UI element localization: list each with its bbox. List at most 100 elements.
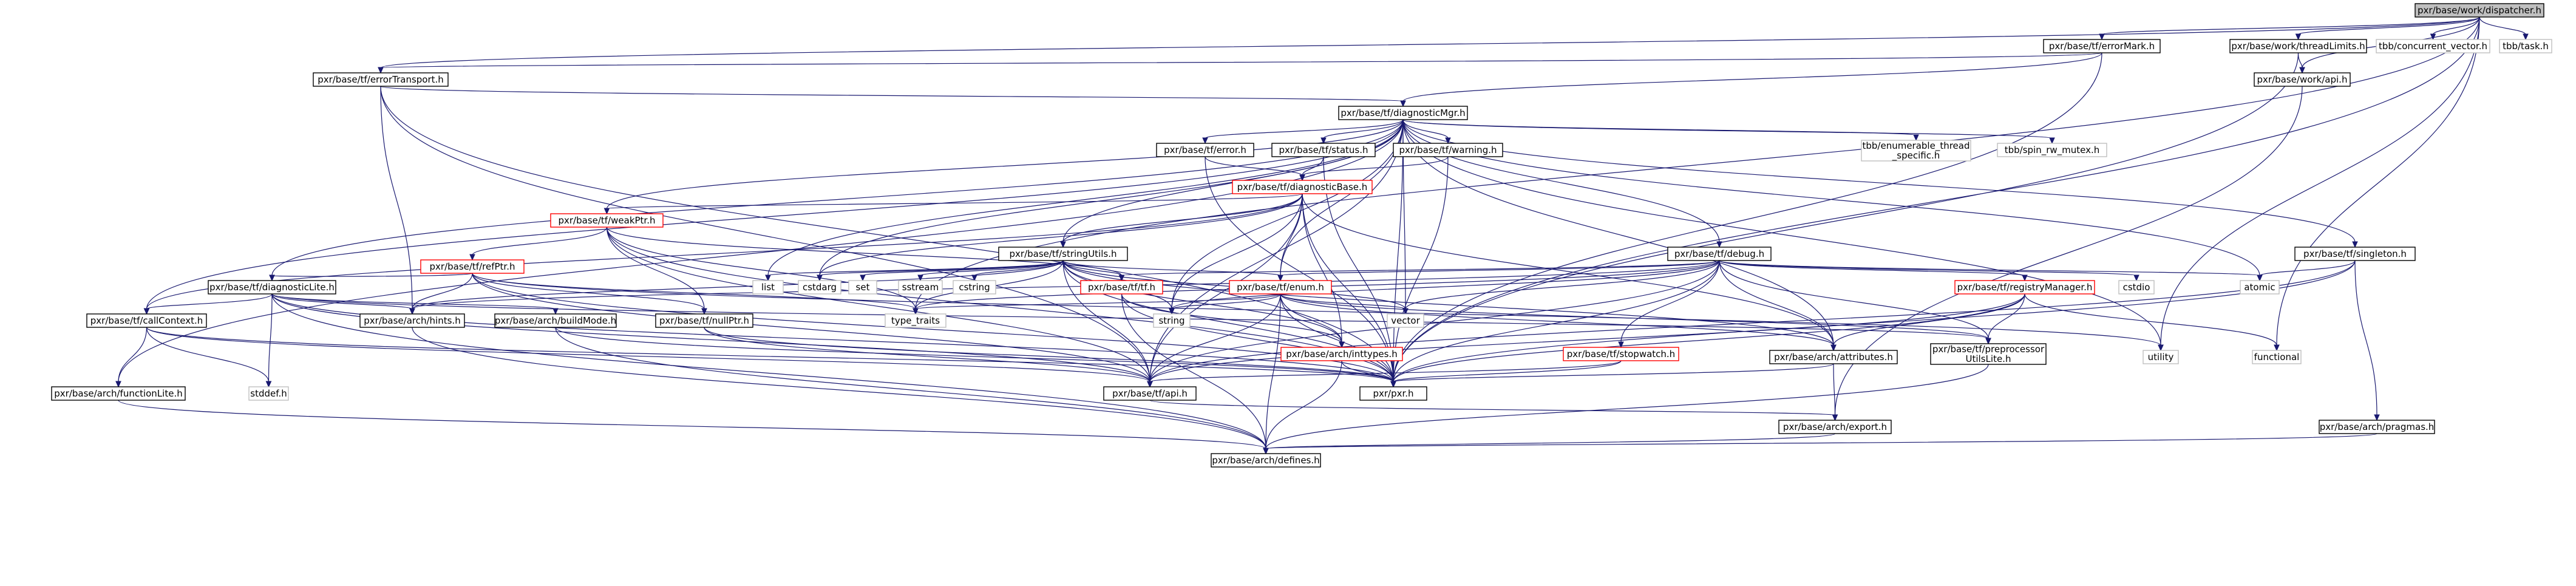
node-label: pxr/base/arch/defines.h	[1212, 455, 1319, 466]
node-label: functional	[2254, 352, 2300, 363]
node-functionLite[interactable]: pxr/base/arch/functionLite.h	[51, 386, 186, 401]
edge-arrowhead	[2022, 274, 2028, 282]
node-tfEnum[interactable]: pxr/base/tf/enum.h	[1229, 280, 1332, 295]
node-label: vector	[1391, 315, 1420, 326]
node-weakPtr[interactable]: pxr/base/tf/weakPtr.h	[550, 213, 664, 228]
edge-dispatcher-to-tbbConcVec	[2430, 16, 2480, 41]
node-box	[1156, 143, 1254, 157]
node-label: tbb/task.h	[2503, 41, 2549, 52]
node-errorMark[interactable]: pxr/base/tf/errorMark.h	[2043, 39, 2161, 53]
edge-line	[1171, 193, 1303, 310]
edge-line	[1393, 293, 2025, 383]
node-errorTransport[interactable]: pxr/base/tf/errorTransport.h	[313, 72, 449, 87]
node-inttypes[interactable]: pxr/base/arch/inttypes.h	[1280, 347, 1403, 361]
node-box	[1997, 143, 2107, 157]
node-box	[1930, 343, 2047, 365]
node-stopwatch[interactable]: pxr/base/tf/stopwatch.h	[1563, 347, 1679, 361]
edge-diagnosticMgr-to-pxr	[1390, 119, 1404, 388]
node-refPtr[interactable]: pxr/base/tf/refPtr.h	[420, 259, 525, 274]
edge-refPtr-to-utility	[472, 273, 2164, 352]
node-nullPtr[interactable]: pxr/base/tf/nullPtr.h	[655, 313, 753, 328]
edge-line	[146, 327, 1394, 383]
node-buildMode[interactable]: pxr/base/arch/buildMode.h	[494, 313, 617, 328]
node-box	[1080, 280, 1163, 295]
node-callContext[interactable]: pxr/base/tf/callContext.h	[86, 313, 207, 328]
edge-line	[1719, 260, 2260, 276]
edge-line	[862, 260, 1064, 276]
node-dispatcher[interactable]: pxr/base/work/dispatcher.h	[2415, 3, 2544, 18]
edge-registryManager-to-pxr	[1390, 293, 2025, 388]
edge-line	[1405, 260, 1720, 310]
edge-arrowhead	[469, 254, 475, 261]
node-label: stddef.h	[250, 388, 287, 399]
edge-tfSingleton-to-atomic	[2257, 260, 2356, 282]
node-tfTf[interactable]: pxr/base/tf/tf.h	[1080, 280, 1163, 295]
node-archExport[interactable]: pxr/base/arch/export.h	[1778, 420, 1892, 434]
edge-line	[606, 227, 1150, 383]
node-registryManager[interactable]: pxr/base/tf/registryManager.h	[1954, 280, 2095, 295]
edge-line	[1280, 293, 1834, 346]
node-tbbConcVec: tbb/concurrent_vector.h	[2376, 39, 2490, 53]
edge-line	[1323, 156, 1394, 383]
edge-tfError-to-diagnosticBase	[1205, 156, 1305, 182]
node-label: pxr/base/tf/enum.h	[1237, 282, 1324, 293]
node-label: pxr/base/arch/attributes.h	[1774, 352, 1893, 363]
node-label: pxr/base/tf/registryManager.h	[1957, 282, 2093, 293]
edge-preprocessorUtilsLite-to-defines	[1263, 364, 1989, 455]
edge-arrowhead	[2430, 33, 2436, 41]
node-set: set	[848, 280, 877, 295]
edge-dispatcher-to-functional	[2274, 16, 2480, 352]
node-label: pxr/base/arch/hints.h	[364, 315, 460, 326]
edge-line	[118, 119, 1404, 383]
node-box	[998, 247, 1128, 261]
node-tfDebug[interactable]: pxr/base/tf/debug.h	[1667, 247, 1772, 261]
edge-arrowhead	[1390, 381, 1396, 388]
node-workApi[interactable]: pxr/base/work/api.h	[2254, 72, 2351, 87]
edge-errorMark-to-errorTransport	[378, 52, 2102, 74]
edge-threadLimits-to-workApi	[2297, 52, 2305, 74]
node-diagnosticBase[interactable]: pxr/base/tf/diagnosticBase.h	[1232, 180, 1373, 194]
edge-line	[819, 260, 1064, 276]
edge-line	[380, 16, 2480, 69]
edge-callContext-to-pxr	[146, 327, 1396, 388]
edge-tfSingleton-to-pragmas	[2354, 260, 2380, 421]
edge-dispatcher-to-errorMark	[2099, 16, 2480, 41]
node-diagnosticLite[interactable]: pxr/base/tf/diagnosticLite.h	[208, 280, 336, 295]
edge-line	[606, 227, 1123, 276]
edge-line	[606, 119, 1404, 210]
node-label: pxr/base/tf/diagnosticLite.h	[209, 282, 335, 293]
node-tfApi[interactable]: pxr/base/tf/api.h	[1103, 386, 1197, 401]
node-typeTraits: type_traits	[885, 313, 946, 328]
node-hints[interactable]: pxr/base/arch/hints.h	[359, 313, 465, 328]
node-tfError[interactable]: pxr/base/tf/error.h	[1156, 143, 1254, 157]
edge-arrowhead	[603, 208, 610, 215]
node-tfWarning[interactable]: pxr/base/tf/warning.h	[1393, 143, 1503, 157]
edge-line	[1280, 293, 1406, 310]
edge-line	[2354, 260, 2377, 416]
edge-line	[1280, 293, 1342, 343]
node-stringUtils[interactable]: pxr/base/tf/stringUtils.h	[998, 247, 1128, 261]
node-attributes[interactable]: pxr/base/arch/attributes.h	[1769, 350, 1898, 364]
node-box	[208, 280, 336, 295]
node-box	[1387, 313, 1424, 328]
node-tfSingleton[interactable]: pxr/base/tf/singleton.h	[2294, 247, 2416, 261]
node-defines[interactable]: pxr/base/arch/defines.h	[1211, 453, 1321, 468]
node-box	[2376, 39, 2490, 53]
edge-line	[1402, 119, 2053, 139]
edge-line	[974, 260, 1064, 276]
node-pragmas[interactable]: pxr/base/arch/pragmas.h	[2319, 420, 2435, 434]
node-threadLimits[interactable]: pxr/base/work/threadLimits.h	[2229, 39, 2367, 53]
edge-line	[1062, 260, 1281, 276]
edge-arrowhead	[2099, 33, 2105, 41]
edge-line	[1149, 260, 1720, 383]
node-tfStatus[interactable]: pxr/base/tf/status.h	[1271, 143, 1376, 157]
edge-line	[1393, 260, 2356, 383]
edge-refPtr-to-diagnosticLite	[269, 273, 473, 282]
node-box	[752, 280, 784, 295]
node-diagnosticMgr[interactable]: pxr/base/tf/diagnosticMgr.h	[1338, 106, 1468, 120]
node-label: pxr/base/tf/diagnosticMgr.h	[1341, 107, 1465, 118]
node-pxr[interactable]: pxr/pxr.h	[1359, 386, 1427, 401]
node-label: pxr/base/tf/warning.h	[1399, 145, 1497, 155]
